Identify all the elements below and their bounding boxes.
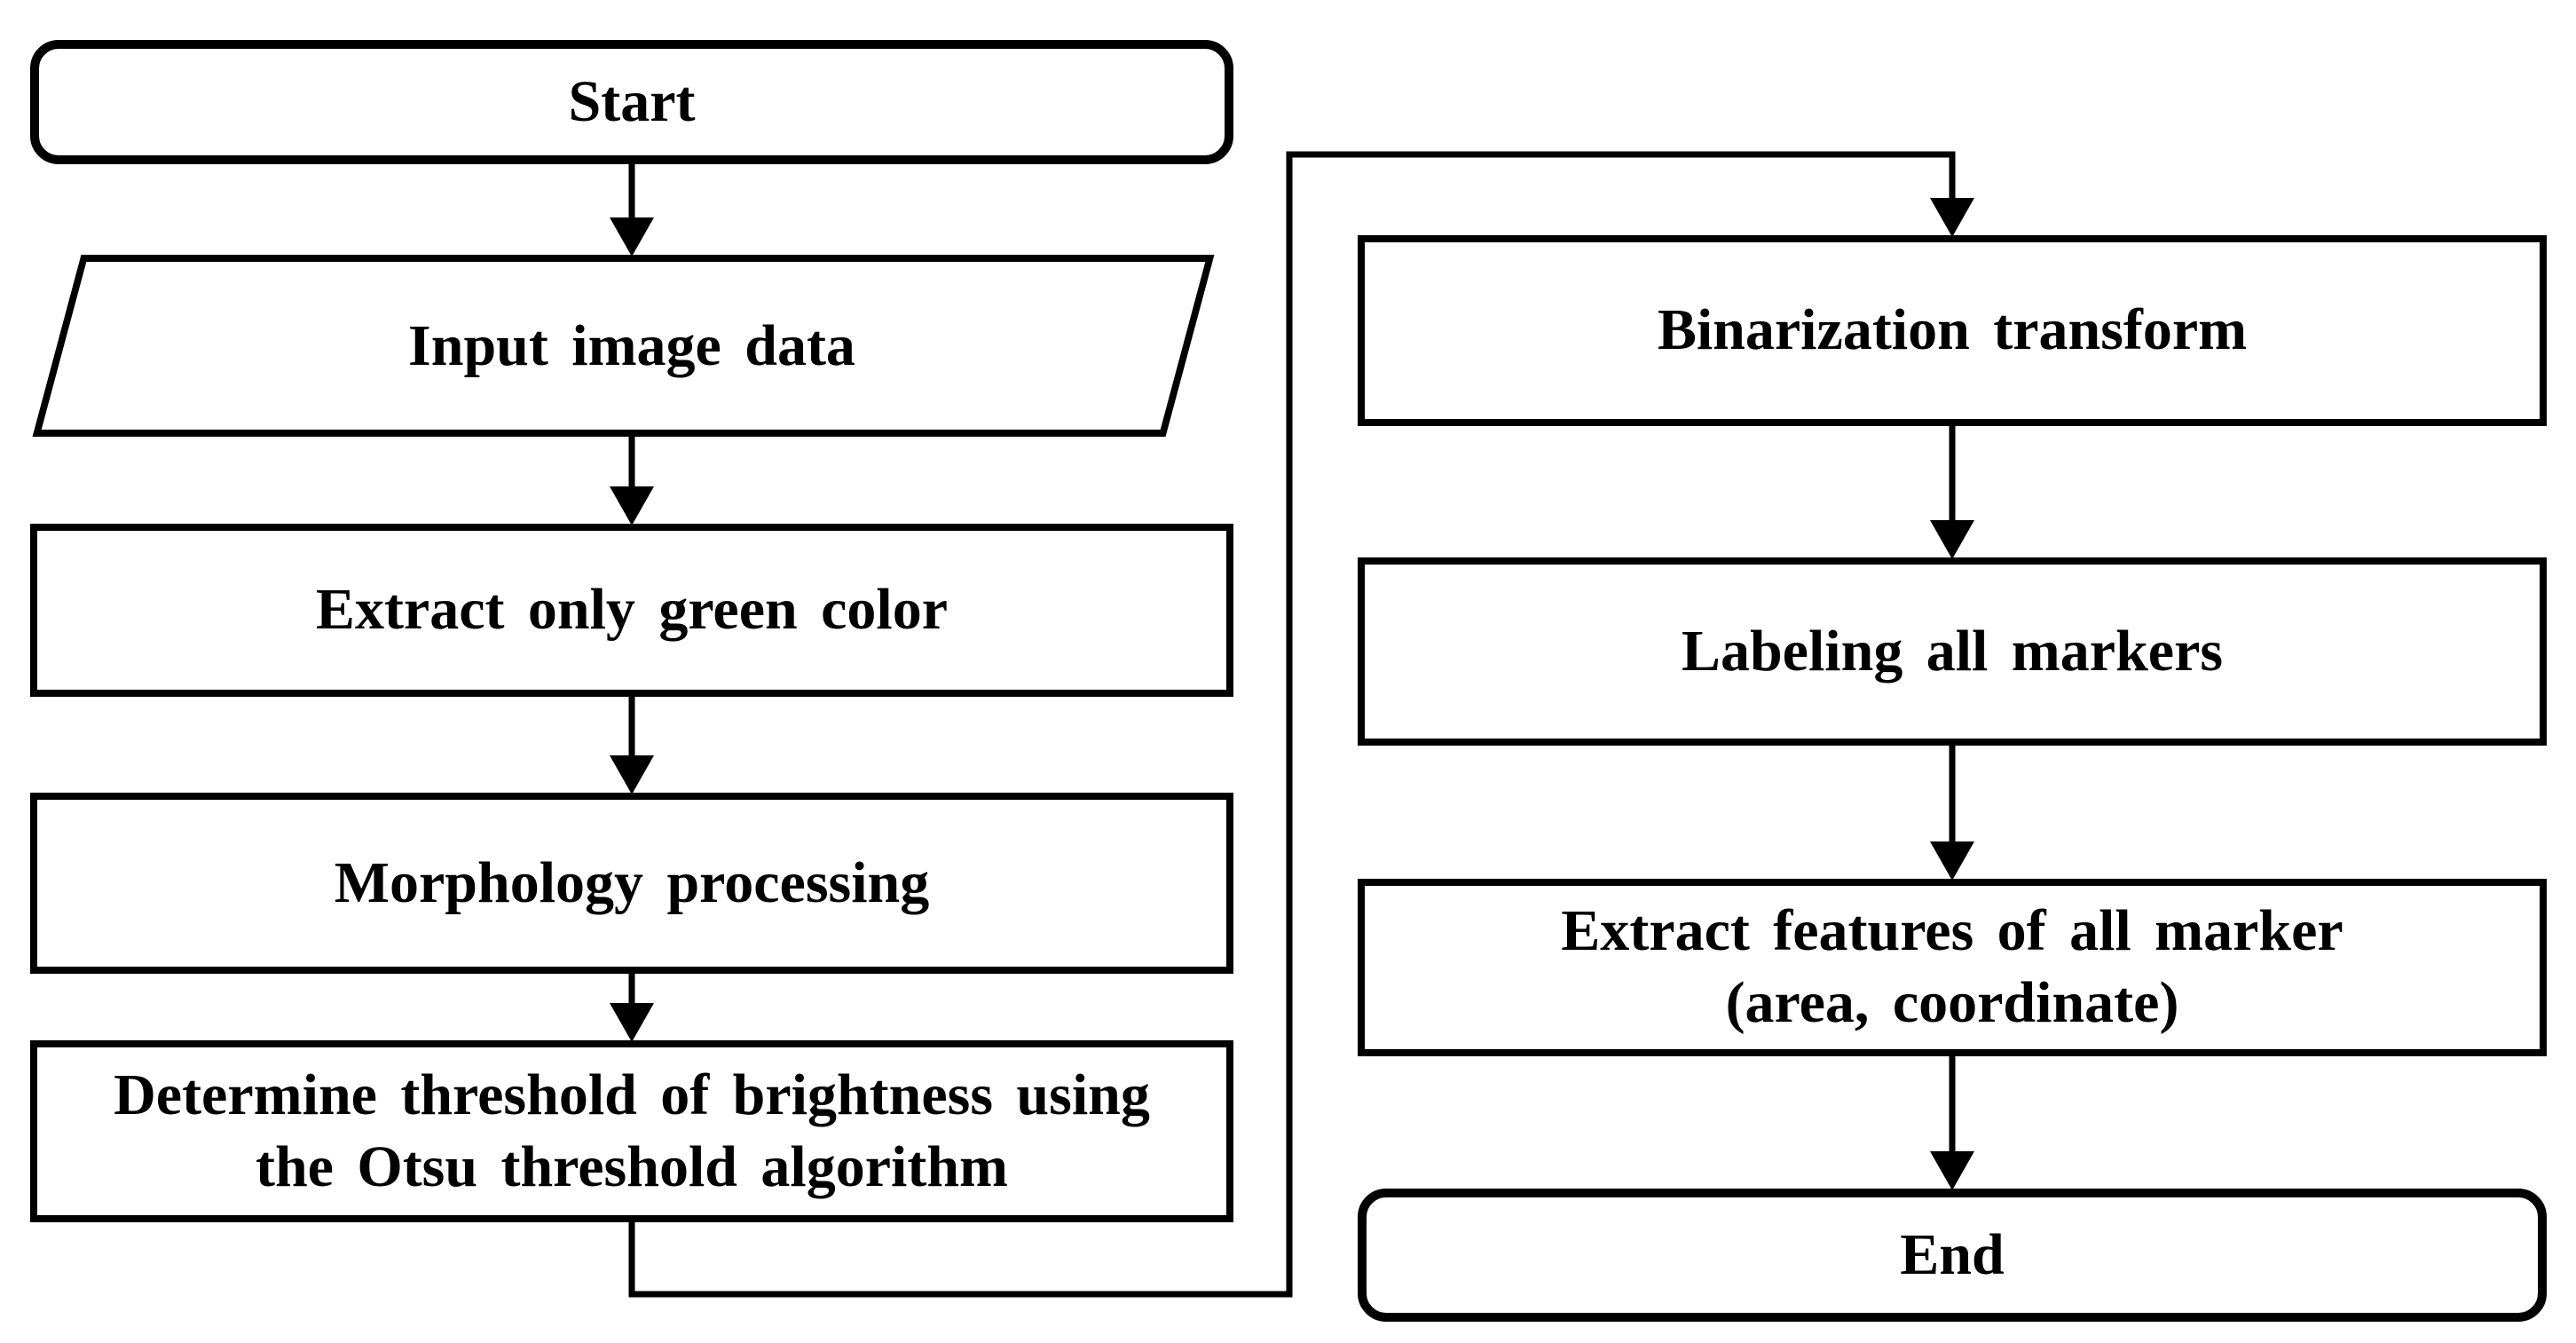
node-morphology-processing-label: Morphology processing	[334, 849, 930, 915]
edge-otsu-binarization	[628, 151, 1974, 1298]
node-input-image-data-label: Input image data	[408, 312, 855, 378]
edge-extract-green-morphology	[610, 697, 654, 794]
node-start-label: Start	[568, 68, 696, 134]
node-extract-only-green-color: Extract only green color	[30, 524, 1233, 697]
node-otsu-threshold-line1: Determine threshold of brightness using	[114, 1062, 1150, 1127]
node-binarization-transform: Binarization transform	[1358, 235, 2547, 426]
node-end: End	[1358, 1189, 2547, 1322]
node-morphology-processing: Morphology processing	[30, 793, 1233, 974]
edge-start-input	[610, 164, 654, 257]
node-input-image-data: Input image data	[30, 255, 1233, 437]
node-otsu-threshold: Determine threshold of brightness using …	[30, 1040, 1233, 1222]
edge-labeling-features	[1930, 746, 1974, 881]
node-extract-features-line2: (area, coordinate)	[1725, 970, 2179, 1035]
node-binarization-transform-label: Binarization transform	[1657, 297, 2248, 363]
node-end-label: End	[1900, 1221, 2005, 1287]
node-extract-only-green-color-label: Extract only green color	[315, 577, 949, 643]
node-extract-features: Extract features of all marker (area, co…	[1358, 879, 2547, 1056]
edge-input-extract-green	[610, 437, 654, 525]
node-otsu-threshold-line2: the Otsu threshold algorithm	[255, 1134, 1009, 1199]
node-labeling-all-markers: Labeling all markers	[1358, 557, 2547, 746]
edge-morphology-otsu	[610, 974, 654, 1042]
edge-features-end	[1930, 1056, 1974, 1190]
node-start: Start	[30, 40, 1233, 164]
node-labeling-all-markers-label: Labeling all markers	[1681, 618, 2224, 683]
edge-binarization-labeling	[1930, 426, 1974, 559]
node-extract-features-line1: Extract features of all marker	[1561, 898, 2344, 964]
